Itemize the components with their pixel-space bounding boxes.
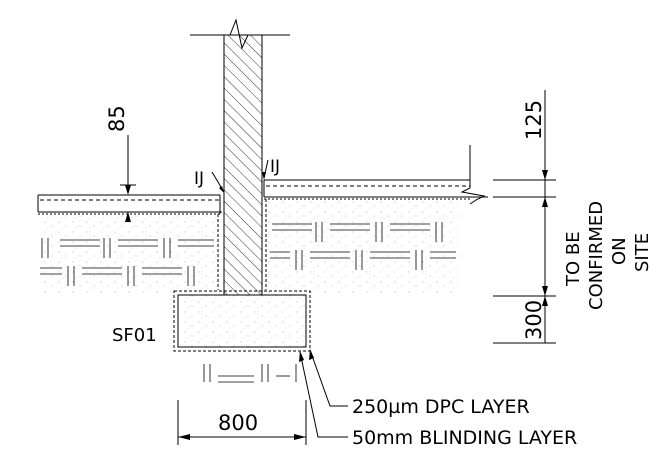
right-slab bbox=[263, 145, 488, 290]
ground-right bbox=[268, 200, 458, 294]
dpc-leader bbox=[309, 349, 348, 407]
blinding-note: 50mm BLINDING LAYER bbox=[352, 427, 577, 449]
dim-chain-right bbox=[493, 90, 556, 344]
dim-85 bbox=[120, 135, 136, 222]
dim-800 bbox=[177, 400, 307, 445]
depth-note-line-2: CONFIRMED bbox=[586, 201, 607, 310]
label-800: 800 bbox=[218, 411, 258, 435]
ground-left bbox=[40, 214, 218, 294]
label-sf01: SF01 bbox=[112, 325, 157, 346]
label-300: 300 bbox=[522, 300, 546, 340]
ground-below bbox=[203, 364, 297, 383]
depth-note: TO BE CONFIRMED ON SITE bbox=[563, 201, 653, 310]
dpc-note: 250µm DPC LAYER bbox=[352, 396, 530, 418]
label-125: 125 bbox=[522, 100, 546, 140]
depth-note-line-4: SITE bbox=[632, 233, 653, 272]
label-ij-left: IJ bbox=[194, 169, 204, 189]
label-ij-right: IJ bbox=[270, 157, 280, 177]
blinding-leader bbox=[299, 351, 348, 438]
wall bbox=[190, 18, 290, 296]
depth-note-line-3: ON bbox=[609, 237, 630, 265]
footing-sf01 bbox=[173, 290, 311, 352]
label-85: 85 bbox=[105, 105, 129, 132]
depth-note-line-1: TO BE bbox=[563, 231, 584, 287]
